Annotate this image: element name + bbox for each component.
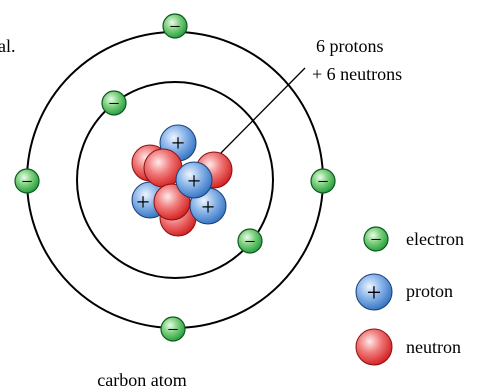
electron-outer-top: − — [162, 13, 188, 39]
electron-sign: − — [167, 319, 178, 341]
proton-sign: + — [201, 195, 215, 221]
neutron-icon — [355, 328, 393, 366]
legend: − electron + proton neutron — [355, 226, 464, 366]
proton-sign: + — [136, 190, 150, 216]
proton-sign: + — [187, 169, 201, 195]
electron-sign: − — [317, 171, 328, 193]
legend-item-proton: + proton — [355, 273, 453, 311]
proton-icon: + — [355, 273, 393, 311]
electron-sign: − — [244, 231, 255, 253]
cropped-text: al. — [0, 36, 16, 56]
legend-label-electron: electron — [406, 229, 464, 249]
legend-label-proton: proton — [406, 281, 453, 301]
electron-inner-lower-right: − — [237, 228, 263, 254]
electron-sign: − — [108, 93, 119, 115]
electron-sign: − — [21, 171, 32, 193]
inner-orbit — [76, 81, 274, 279]
legend-label-neutron: neutron — [406, 337, 461, 357]
svg-text:+: + — [367, 278, 382, 307]
nucleus-pointer-line — [213, 67, 306, 161]
svg-text:−: − — [370, 229, 381, 251]
nucleus-label-protons: 6 protons — [316, 36, 384, 56]
proton-particle: + — [175, 161, 213, 199]
electron-sign: − — [169, 16, 180, 38]
electron-inner-upper-left: − — [101, 90, 127, 116]
electron-outer-left: − — [14, 168, 40, 194]
proton-particle — [144, 190, 170, 216]
legend-item-neutron: neutron — [355, 328, 461, 366]
proton-sign: + — [171, 131, 185, 157]
electron-outer-right: − — [310, 168, 336, 194]
diagram-caption: carbon atom — [97, 370, 186, 390]
electron-outer-bottom: − — [160, 316, 186, 342]
electron-icon: − — [363, 226, 389, 252]
legend-item-electron: − electron — [363, 226, 464, 252]
nucleus: + + + + — [131, 124, 233, 237]
nucleus-label-neutrons: + 6 neutrons — [312, 64, 402, 84]
